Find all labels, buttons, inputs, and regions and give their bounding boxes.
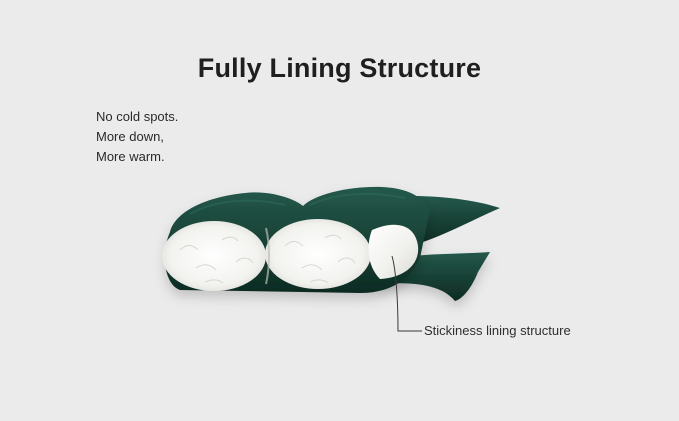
fabric-fold-2 [309, 192, 406, 206]
callout-label: Stickiness lining structure [424, 323, 571, 338]
note-line-3: More warm. [96, 149, 165, 164]
down-chamber-3 [368, 224, 419, 279]
callout-leader-line [391, 255, 422, 332]
note-line-2: More down, [96, 129, 164, 144]
note-line-1: No cold spots. [96, 109, 179, 124]
feature-notes: No cold spots. More down, More warm. [96, 107, 178, 167]
feather-texture [179, 234, 356, 284]
fabric-fold-1 [189, 199, 286, 215]
page-title: Fully Lining Structure [197, 53, 482, 83]
down-chamber-2 [265, 219, 371, 289]
down-chamber-1 [162, 221, 266, 291]
baffle-divider [265, 227, 270, 285]
